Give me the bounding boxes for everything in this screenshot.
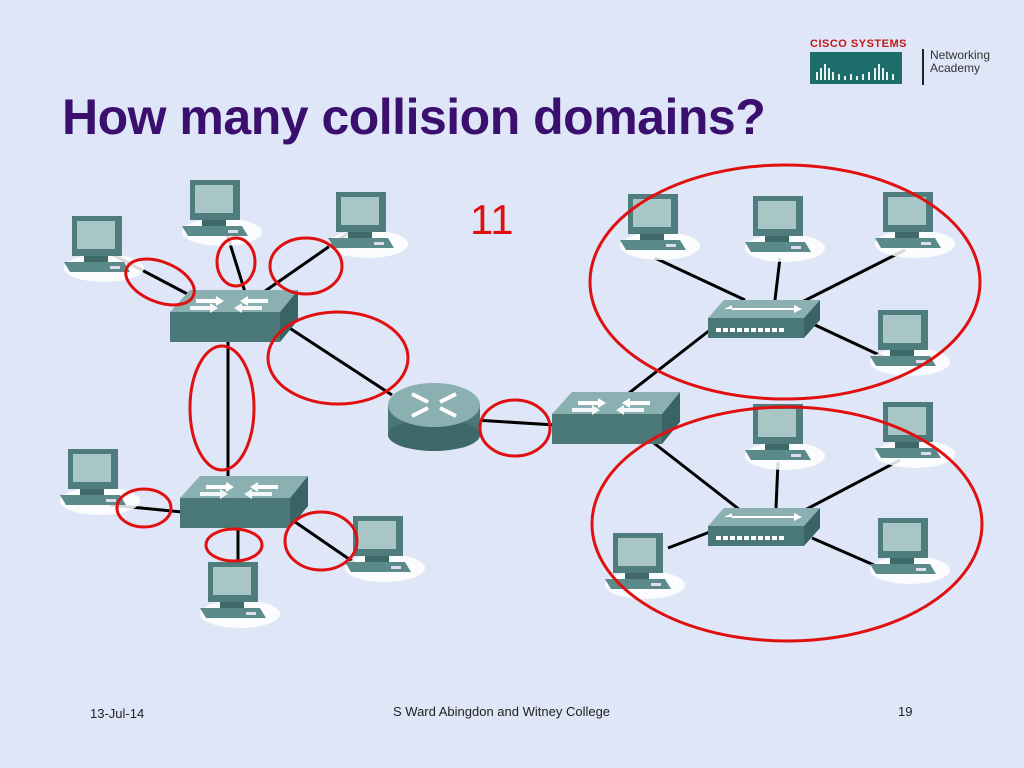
collision-domain-circle-7 <box>204 527 264 563</box>
router-icon <box>388 383 480 451</box>
switch-2-icon <box>180 476 308 528</box>
footer-page-number: 19 <box>898 704 913 719</box>
collision-domain-circle-4 <box>266 310 410 406</box>
collision-domain-circle-10 <box>588 163 982 401</box>
link-switch3-hub2 <box>649 438 741 512</box>
hub-2-icon <box>708 508 820 546</box>
footer-author: S Ward Abingdon and Witney College <box>393 704 611 719</box>
pc-2-icon <box>182 180 262 246</box>
collision-domain-highlights <box>115 163 984 643</box>
answer-text: 11 <box>470 196 514 243</box>
networking-academy-label: Networking Academy <box>922 49 1010 85</box>
pc-11-icon <box>745 404 825 470</box>
pc-5-icon <box>200 562 280 628</box>
collision-domain-circle-3 <box>268 236 344 296</box>
pc-14-icon <box>870 518 950 584</box>
link-pc8-hub1 <box>773 257 782 301</box>
cisco-bridge-logo-icon <box>810 52 902 84</box>
hub-1-icon <box>708 300 820 338</box>
cisco-systems-wordmark: CISCO SYSTEMS <box>810 38 907 50</box>
pc-4-icon <box>60 449 140 515</box>
link-pc12-hub2 <box>804 458 901 512</box>
slide-title: How many collision domains? <box>62 89 766 145</box>
pc-8-icon <box>745 196 825 262</box>
pc-13-icon <box>605 533 685 599</box>
collision-domain-circle-1 <box>124 257 196 307</box>
collision-domain-circle-6 <box>115 487 173 529</box>
pc-9-icon <box>875 192 955 258</box>
link-pc7-hub1 <box>654 256 746 302</box>
collision-domain-circle-9 <box>478 398 552 458</box>
link-pc13-hub2 <box>667 528 716 550</box>
collision-domain-circle-5 <box>188 344 256 472</box>
collision-domain-circle-11 <box>590 405 984 643</box>
link-switch3-hub1 <box>619 328 711 402</box>
collision-domain-circle-2 <box>215 236 257 288</box>
collision-domain-circle-8 <box>283 510 359 572</box>
pc-7-icon <box>620 194 700 260</box>
cisco-networking-academy-logo: CISCO SYSTEMS Networking Academy <box>808 38 1008 88</box>
academy-line1: Networking <box>930 48 991 62</box>
pc-1-icon <box>64 216 144 282</box>
link-router-switch3 <box>474 418 556 427</box>
academy-line2: Academy <box>930 61 981 75</box>
link-pc9-hub1 <box>799 248 906 305</box>
footer-date: 13-Jul-14 <box>90 706 145 721</box>
pc-3-icon <box>328 192 408 258</box>
pc-10-icon <box>870 310 950 376</box>
